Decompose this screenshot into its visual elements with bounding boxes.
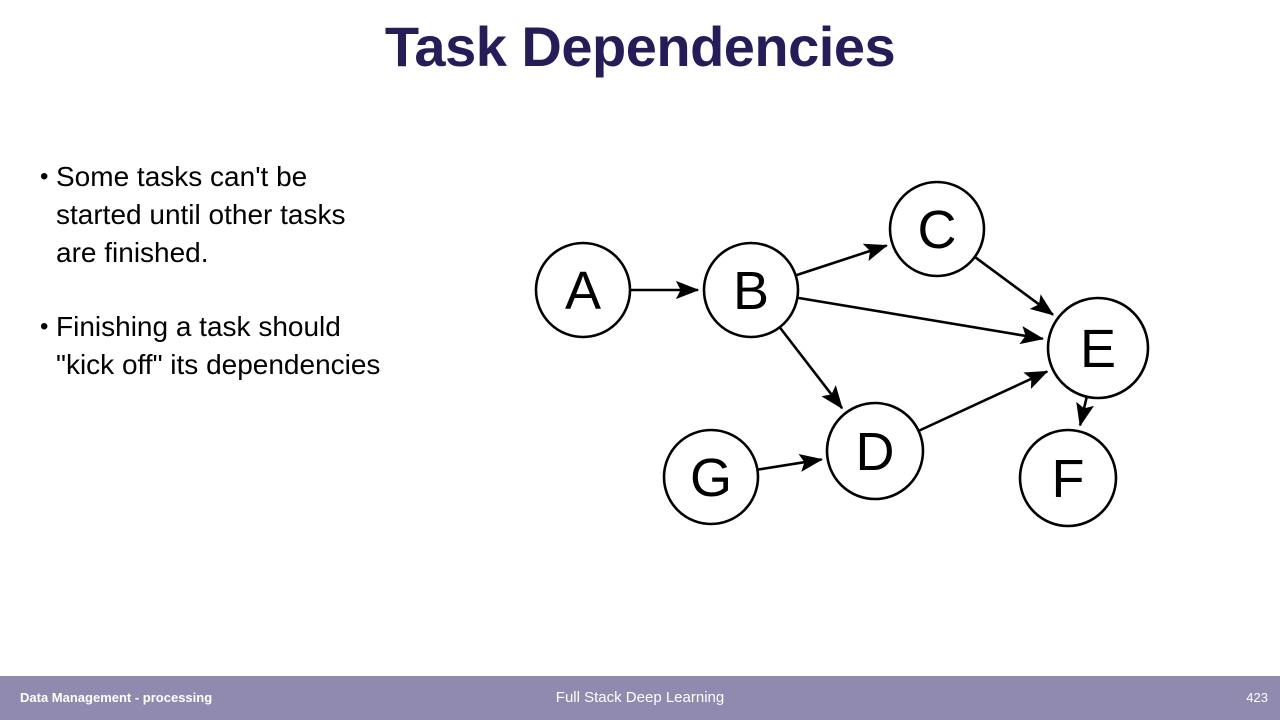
graph-nodes: A B C D E F G: [534, 180, 1150, 528]
graph-edge-C-to-E: [974, 255, 1055, 316]
graph-edge-E-to-F: [1076, 396, 1094, 427]
graph-node-D: D: [825, 401, 925, 501]
node-label-G: G: [690, 448, 732, 508]
node-label-C: C: [918, 200, 957, 260]
bullet-marker-icon: •: [40, 163, 49, 190]
graph-edge-G-to-D: [757, 453, 823, 472]
node-circle-E: [1046, 296, 1150, 400]
graph-node-E: E: [1046, 296, 1150, 400]
node-label-B: B: [733, 261, 769, 321]
graph-node-C: C: [888, 180, 986, 278]
footer-page-number: 423: [1246, 690, 1268, 705]
bullet-marker-icon: •: [40, 313, 49, 340]
node-circle-C: [888, 180, 986, 278]
graph-edges: [630, 243, 1094, 472]
node-label-F: F: [1052, 449, 1085, 509]
bullet-text: Some tasks can't be started until other …: [56, 161, 346, 268]
list-item: • Finishing a task should "kick off" its…: [40, 308, 470, 384]
node-circle-B: [702, 241, 800, 339]
node-label-E: E: [1080, 319, 1116, 379]
graph-edge-B-to-C: [795, 243, 888, 277]
node-circle-F: [1018, 428, 1118, 528]
node-circle-A: [534, 241, 632, 339]
bullet-text: Finishing a task should "kick off" its d…: [56, 311, 381, 380]
footer-section-label: Data Management - processing: [20, 690, 213, 705]
footer-bar: Data Management - processing Full Stack …: [0, 676, 1280, 720]
node-circle-D: [825, 401, 925, 501]
footer-course-title: Full Stack Deep Learning: [555, 689, 725, 706]
node-circle-G: [662, 428, 760, 526]
graph-edge-D-to-E: [918, 370, 1049, 433]
page-title: Task Dependencies: [384, 15, 896, 78]
graph-node-G: G: [662, 428, 760, 526]
node-label-D: D: [856, 422, 895, 482]
list-item: • Some tasks can't be started until othe…: [40, 158, 470, 272]
graph-edge-B-to-E: [797, 296, 1045, 345]
graph-node-F: F: [1018, 428, 1118, 528]
graph-node-A: A: [534, 241, 632, 339]
node-label-A: A: [565, 261, 601, 321]
graph-edge-B-to-D: [778, 326, 844, 410]
graph-node-B: B: [702, 241, 800, 339]
bullet-list: • Some tasks can't be started until othe…: [40, 158, 470, 384]
